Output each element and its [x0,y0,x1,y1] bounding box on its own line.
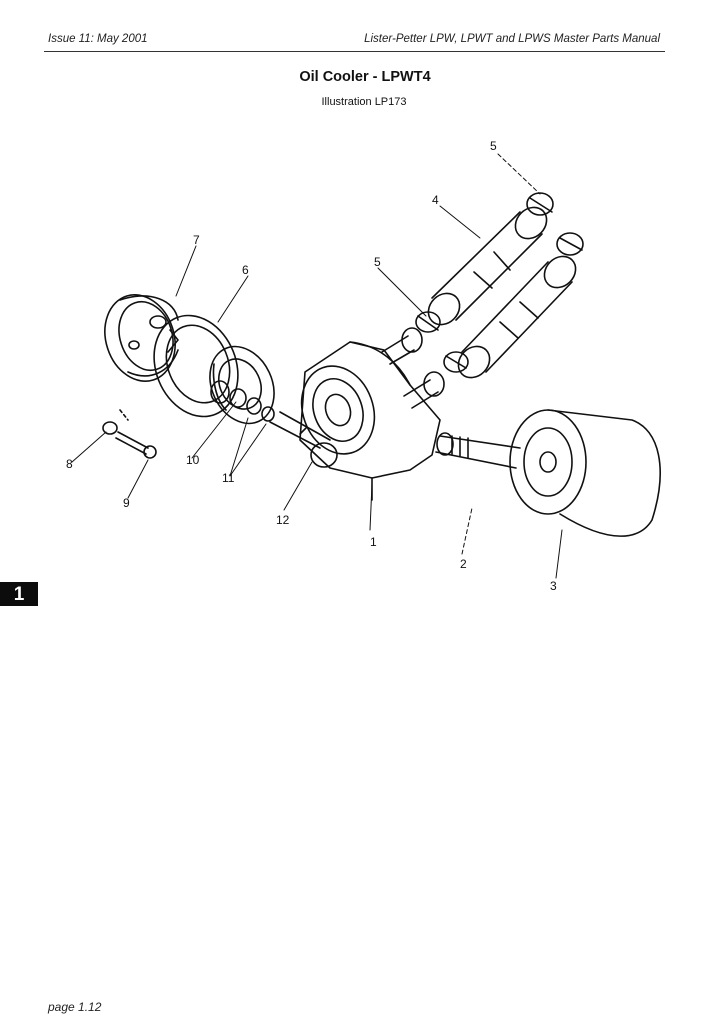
part-3-filter [509,409,661,537]
callout-2: 2 [460,557,467,571]
callout-5: 5 [490,139,497,153]
callout-4: 4 [432,193,439,207]
callout-10: 10 [186,453,200,467]
section-tab: 1 [0,582,38,606]
part-12-tube [269,411,338,468]
part-4-hoses [427,206,577,379]
part-5-clips-upper [526,192,584,256]
page-title: Oil Cooler - LPWT4 [299,69,431,85]
callout-5: 5 [374,255,381,269]
part-7-cover [104,294,179,382]
callout-11: 11 [222,471,235,485]
part-10-11-seals [229,388,275,422]
callout-9: 9 [123,496,130,510]
callout-3: 3 [550,579,557,593]
callout-1: 1 [370,535,377,549]
part-1-cooler-body [299,341,441,501]
part-5-clips-lower [415,311,469,373]
illustration-reference: Illustration LP173 [321,96,407,108]
header-rule [44,51,665,52]
callout-6: 6 [242,263,249,277]
part-6-gasket [153,314,239,418]
callout-7: 7 [193,233,200,247]
part-8-9-fixings [102,409,157,459]
page-number: page 1.12 [48,1000,102,1014]
callout-8: 8 [66,457,73,471]
manual-title: Lister-Petter LPW, LPWT and LPWS Master … [364,33,660,45]
cooler-spigots [381,327,445,409]
part-2-adaptor [435,432,521,469]
callout-12: 12 [276,513,290,527]
issue-date: Issue 11: May 2001 [48,33,148,45]
leader-lines [71,153,563,579]
adaptor-body [209,345,275,425]
